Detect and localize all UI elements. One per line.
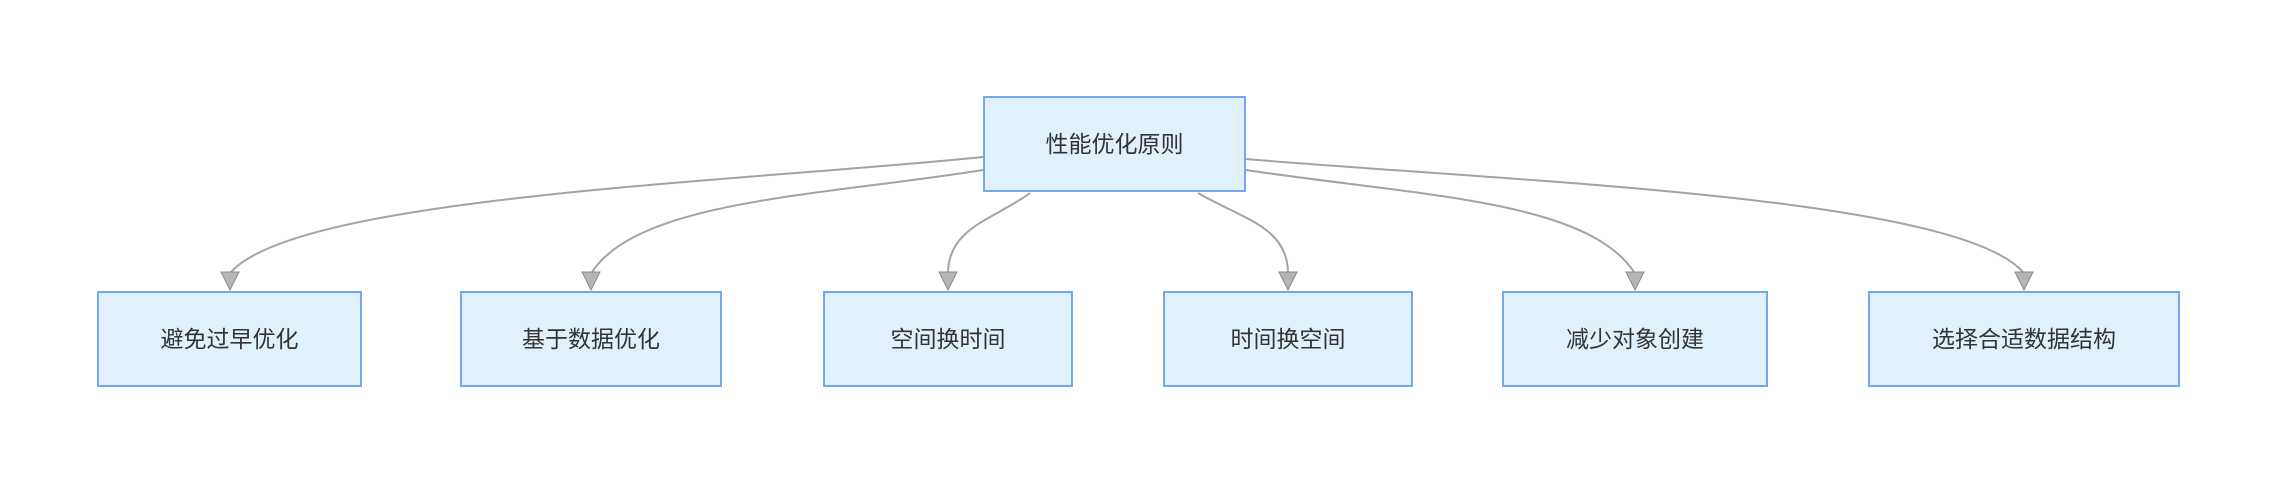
edge-root-to-c3: [947, 192, 1031, 273]
edge-root-to-c4: [1197, 192, 1289, 273]
edge-root-to-c1: [230, 156, 984, 273]
arrowhead-c5-icon: [1625, 271, 1645, 292]
arrowhead-c3-icon: [938, 271, 958, 292]
node-time-for-space: 时间换空间: [1163, 291, 1413, 387]
arrowhead-c2-icon: [581, 271, 601, 292]
node-label: 避免过早优化: [160, 325, 299, 352]
node-label: 选择合适数据结构: [1932, 325, 2116, 352]
node-avoid-premature-optimization: 避免过早优化: [97, 291, 362, 387]
arrowhead-c6-icon: [2014, 271, 2034, 292]
edge-root-to-c5: [1245, 169, 1635, 273]
node-root-label: 性能优化原则: [1045, 130, 1184, 157]
arrowhead-c4-icon: [1278, 271, 1298, 292]
node-data-driven-optimization: 基于数据优化: [460, 291, 722, 387]
node-label: 空间换时间: [890, 325, 1006, 352]
edge-root-to-c2: [591, 169, 984, 273]
arrowhead-c1-icon: [220, 271, 240, 292]
node-label: 时间换空间: [1230, 325, 1346, 352]
node-root: 性能优化原则: [983, 96, 1246, 192]
node-space-for-time: 空间换时间: [823, 291, 1073, 387]
edge-root-to-c6: [1245, 158, 2024, 273]
node-choose-proper-data-structure: 选择合适数据结构: [1868, 291, 2180, 387]
node-label: 基于数据优化: [522, 325, 660, 352]
node-reduce-object-creation: 减少对象创建: [1502, 291, 1768, 387]
node-label: 减少对象创建: [1566, 325, 1704, 352]
